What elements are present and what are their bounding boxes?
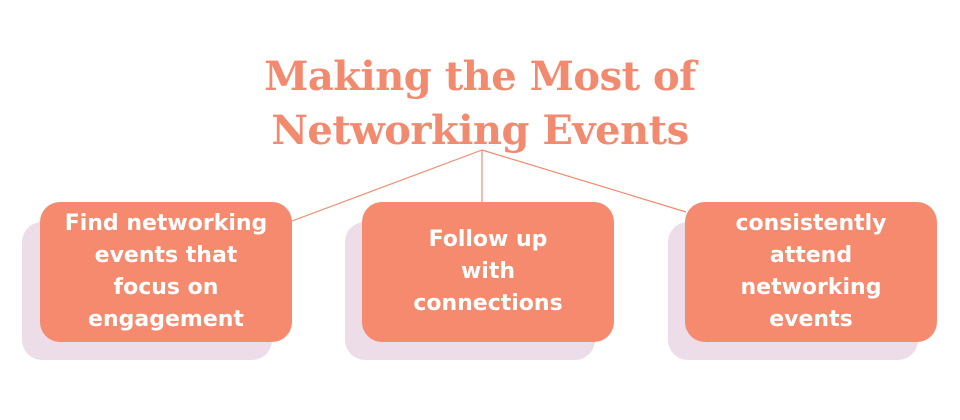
tip-box-text: Follow up with connections (413, 227, 563, 316)
connector-line-left (291, 149, 483, 222)
connector-line-right (481, 149, 687, 213)
diagram-title: Making the Most of Networking Events (0, 50, 960, 158)
diagram-title-line-1: Making the Most of (264, 53, 696, 100)
tip-box-text: Find networking events that focus on eng… (64, 211, 268, 332)
tip-box-attend: consistently attend networking events (685, 202, 937, 342)
tip-box-find-events: Find networking events that focus on eng… (40, 202, 292, 342)
tip-box-text: consistently attend networking events (735, 211, 887, 332)
tip-box-follow-up: Follow up with connections (362, 202, 614, 342)
diagram-title-line-2: Networking Events (271, 107, 689, 154)
